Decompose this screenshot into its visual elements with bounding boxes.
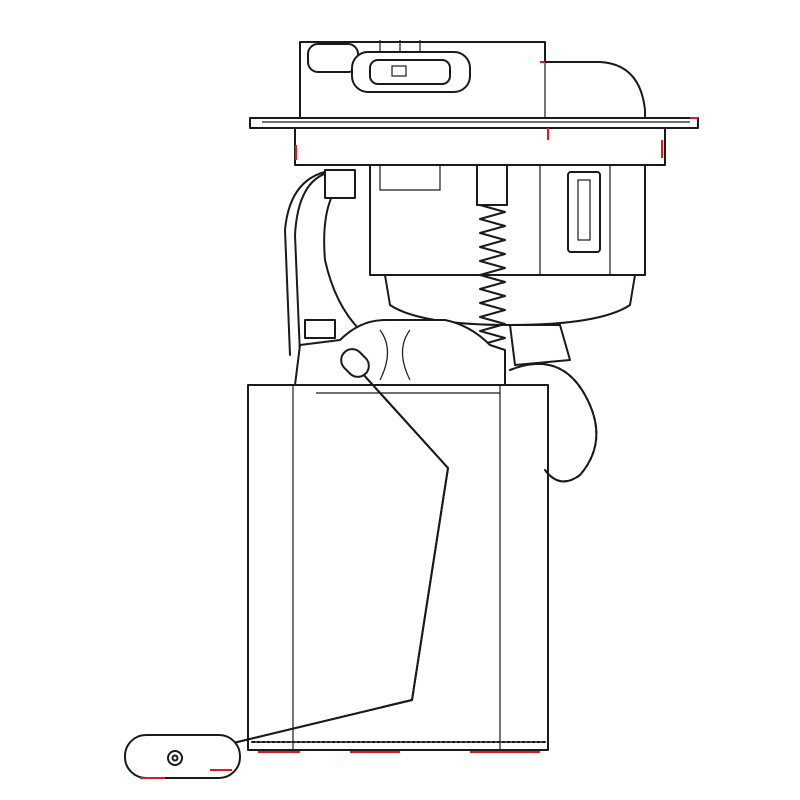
corrugated-fuel-hose — [509, 324, 598, 483]
reservoir-cap — [294, 319, 506, 386]
fuel-level-float — [124, 734, 241, 779]
electrical-connector — [351, 40, 471, 93]
reservoir-canister — [247, 384, 549, 753]
wire-harness — [284, 165, 441, 356]
spring — [476, 164, 508, 346]
float-arm — [224, 348, 449, 746]
pump-housing — [369, 164, 646, 326]
mounting-flange — [249, 61, 699, 166]
